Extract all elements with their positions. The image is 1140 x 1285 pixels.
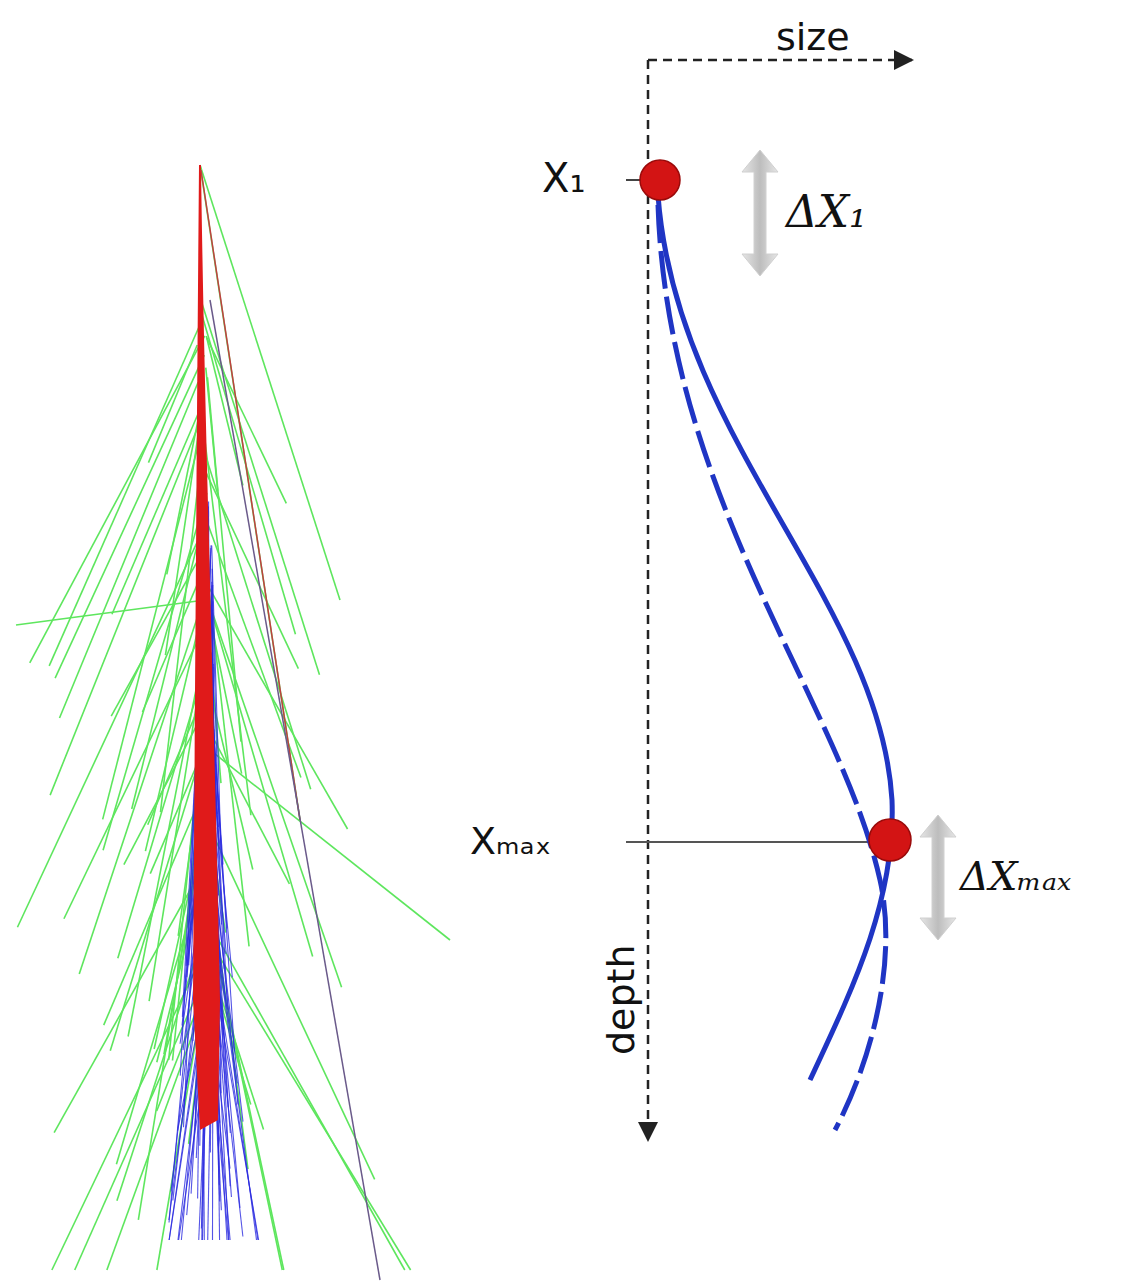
uncertainty-label: ΔXₘₐₓ: [960, 856, 1071, 896]
size-axis: [648, 59, 912, 62]
depth-axis: [647, 60, 650, 1140]
uncertainty-arrow: [742, 150, 778, 276]
uncertainty-label: ΔX₁: [786, 190, 867, 234]
depth-marker-label: Xₘₐₓ: [470, 822, 551, 860]
xmax-line: [626, 841, 890, 843]
maximum-dot: [869, 819, 911, 861]
air-shower: [16, 165, 450, 1280]
axis-label: depth: [602, 944, 640, 1055]
uncertainty-arrow: [920, 815, 956, 940]
depth-marker-label: X₁: [542, 158, 585, 198]
axis-label: size: [776, 18, 850, 56]
profile-curve-dashed: [658, 205, 886, 1130]
first-interaction-dot: [640, 160, 680, 200]
profile-curve: [658, 195, 892, 1080]
